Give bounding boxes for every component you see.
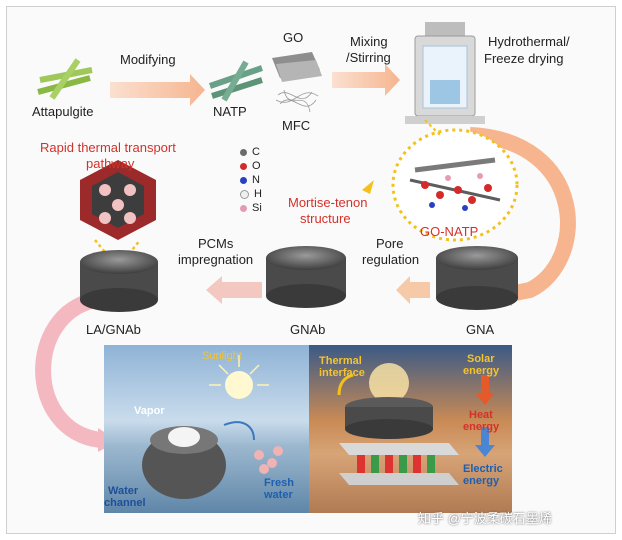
label-fresh-2: water	[264, 489, 293, 501]
label-rapid-2: pathway	[86, 156, 135, 171]
cylinder-gna	[436, 246, 518, 310]
label-go: GO	[283, 30, 304, 45]
label-heat-2: energy	[463, 421, 500, 433]
label-channel-1: Water	[108, 485, 139, 497]
label-mortise-1: Mortise-tenon	[288, 195, 368, 210]
label-gnab: GNAb	[290, 322, 326, 337]
label-mortise-2: structure	[300, 211, 351, 226]
label-heat-1: Heat	[469, 409, 493, 421]
label-natp: NATP	[213, 104, 247, 119]
label-thermal-1: Thermal	[319, 355, 362, 367]
label-solar-1: Solar	[467, 353, 495, 365]
label-pcms-1: PCMs	[198, 236, 234, 251]
arrow-uturn-right	[469, 127, 576, 303]
watermark: 知乎 @宁波柔碳石墨烯	[418, 511, 552, 526]
honeycomb-pathway	[80, 160, 156, 240]
legend-item-o: O	[240, 159, 262, 173]
label-go-natp: GO-NATP	[420, 224, 479, 239]
legend-item-si: Si	[240, 201, 262, 215]
go-natp-highlight	[391, 128, 519, 242]
legend-item-c: C	[240, 145, 262, 159]
label-mixing-2: /Stirring	[346, 50, 391, 65]
label-la-gnab: LA/GNAb	[86, 322, 141, 337]
label-solar-2: energy	[463, 365, 500, 377]
label-mfc: MFC	[282, 118, 311, 133]
label-hydro-1: Hydrothermal/	[488, 34, 570, 49]
arrow-uturn-left	[35, 292, 102, 448]
natp-rods	[209, 60, 263, 102]
go-sheets	[272, 52, 322, 82]
label-modifying: Modifying	[120, 52, 176, 67]
label-rapid-1: Rapid thermal transport	[40, 140, 176, 155]
label-sunlight: Sunlight	[202, 350, 242, 362]
label-hydro-2: Freeze drying	[484, 51, 564, 66]
arrow-pcms	[206, 276, 262, 304]
arrow-modifying	[110, 74, 205, 106]
label-thermal-2: interface	[319, 367, 365, 379]
label-electric-2: energy	[463, 475, 500, 487]
arrow-pore	[396, 276, 430, 304]
label-channel-2: channel	[104, 497, 146, 509]
legend-item-n: N	[240, 173, 262, 187]
autoclave	[405, 22, 485, 124]
label-mixing-1: Mixing	[350, 34, 388, 49]
legend-item-h: H	[240, 187, 262, 201]
attapulgite-rods	[37, 58, 93, 100]
cylinder-gnab	[266, 246, 346, 308]
label-pore-1: Pore	[376, 236, 404, 251]
mfc-fibers	[275, 89, 319, 113]
label-fresh-1: Fresh	[264, 477, 294, 489]
label-gna: GNA	[466, 322, 495, 337]
label-pore-2: regulation	[362, 252, 420, 267]
label-vapor: Vapor	[134, 405, 165, 417]
panel-evaporation: Sunlight Vapor Fresh water Water channel	[104, 345, 309, 513]
panel-thermoelectric: Thermal interface Solar energy Heat ener…	[309, 345, 512, 513]
go-natp-molecule	[409, 157, 501, 211]
label-electric-1: Electric	[463, 463, 503, 475]
cylinder-la-gnab	[80, 250, 158, 312]
arrow-mixing	[332, 64, 400, 96]
label-attapulgite: Attapulgite	[32, 104, 94, 119]
element-legend: C O N H Si	[240, 145, 262, 215]
label-pcms-2: impregnation	[178, 252, 254, 267]
